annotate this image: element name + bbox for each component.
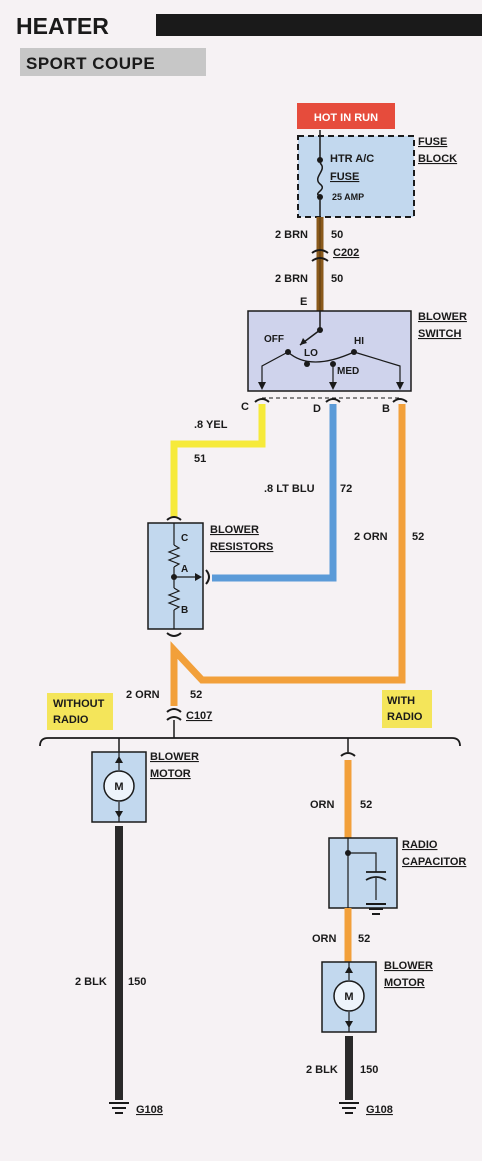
wire-52-right-size: 2 ORN <box>354 531 388 543</box>
motor-left-m: M <box>114 781 123 793</box>
wire-72-size: .8 LT BLU <box>264 483 315 495</box>
fuse-block <box>297 135 415 218</box>
wire-orange-52-switch <box>170 404 406 706</box>
connector-c202-label: C202 <box>333 247 359 259</box>
switch-lo: LO <box>304 348 318 359</box>
option-split-bar <box>39 737 461 747</box>
switch-pin-e: E <box>300 296 307 308</box>
motor-right-label-1: BLOWER <box>384 960 433 972</box>
wire-50-top-size: 2 BRN <box>275 229 308 241</box>
connector-c107-symbol <box>166 708 182 721</box>
wire-50-bot-circuit: 50 <box>331 273 343 285</box>
ground-right-icon <box>339 1102 359 1114</box>
wire-150-left-circuit: 150 <box>128 976 146 988</box>
fuse-block-label-1: FUSE <box>418 136 447 148</box>
wire-72-circuit: 72 <box>340 483 352 495</box>
motor-right-m: M <box>344 991 353 1003</box>
radio-capacitor <box>328 837 398 909</box>
resistor-symbol-bottom <box>167 587 181 611</box>
with-radio-badge <box>382 690 432 728</box>
wire-52-left-circuit: 52 <box>190 689 202 701</box>
switch-hi: HI <box>354 336 364 347</box>
wire-150-left-size: 2 BLK <box>75 976 107 988</box>
switch-off: OFF <box>264 334 284 345</box>
fuse-symbol <box>317 162 323 197</box>
fuse-rating: 25 AMP <box>332 192 364 202</box>
wire-52-left-size: 2 ORN <box>126 689 160 701</box>
resistors-label-1: BLOWER <box>210 524 259 536</box>
wire-yellow-51 <box>170 404 266 518</box>
capacitor-label-2: CAPACITOR <box>402 856 466 868</box>
wire-150-right-size: 2 BLK <box>306 1064 338 1076</box>
connector-c202-symbol <box>311 249 329 262</box>
resistors-label-2: RESISTORS <box>210 541 273 553</box>
switch-pin-d: D <box>313 403 321 415</box>
without-radio-1: WITHOUT <box>53 698 105 710</box>
motor-left-label-2: MOTOR <box>150 768 191 780</box>
wire-50-top-circuit: 50 <box>331 229 343 241</box>
switch-label-1: BLOWER <box>418 311 467 323</box>
hot-in-run-label: HOT IN RUN <box>314 112 378 124</box>
resistor-pin-c: C <box>181 533 188 544</box>
wire-52-cap-bot-circuit: 52 <box>358 933 370 945</box>
capacitor-label-1: RADIO <box>402 839 438 851</box>
page-title: HEATER <box>16 13 109 39</box>
page-subtitle: SPORT COUPE <box>26 54 155 73</box>
fuse-block-label-2: BLOCK <box>418 153 457 165</box>
wire-52-cap-top-size: ORN <box>310 799 335 811</box>
switch-label-2: SWITCH <box>418 328 461 340</box>
without-radio-2: RADIO <box>53 714 89 726</box>
ground-right-label: G108 <box>366 1104 393 1116</box>
hot-in-run-badge <box>297 103 395 129</box>
fuse-name-1: HTR A/C <box>330 153 374 165</box>
blower-switch <box>247 310 412 392</box>
subtitle-bg <box>20 48 206 76</box>
motor-right-label-2: MOTOR <box>384 977 425 989</box>
wire-52-right-circuit: 52 <box>412 531 424 543</box>
switch-pin-c: C <box>241 401 249 413</box>
fuse-name-2: FUSE <box>330 171 359 183</box>
motor-right-symbol <box>333 980 365 1012</box>
switch-med: MED <box>337 366 359 377</box>
wire-51-size: .8 YEL <box>194 419 228 431</box>
wire-51-circuit: 51 <box>194 453 206 465</box>
without-radio-badge <box>47 693 113 730</box>
wire-50-bot-size: 2 BRN <box>275 273 308 285</box>
connector-c107-label: C107 <box>186 710 212 722</box>
resistor-pin-b: B <box>181 605 188 616</box>
capacitor-ground-icon <box>366 903 386 915</box>
motor-left-label-1: BLOWER <box>150 751 199 763</box>
resistor-pin-a: A <box>181 564 188 575</box>
resistor-symbol-top <box>167 544 181 568</box>
with-radio-1: WITH <box>387 695 415 707</box>
with-radio-2: RADIO <box>387 711 423 723</box>
switch-pin-b: B <box>382 403 390 415</box>
ground-left-label: G108 <box>136 1104 163 1116</box>
wire-blue-72 <box>212 404 337 582</box>
ground-left-icon <box>109 1102 129 1114</box>
motor-left-symbol <box>103 770 135 802</box>
wire-52-cap-top-circuit: 52 <box>360 799 372 811</box>
header-bar <box>156 14 482 36</box>
wire-150-right-circuit: 150 <box>360 1064 378 1076</box>
wire-52-cap-bot-size: ORN <box>312 933 337 945</box>
